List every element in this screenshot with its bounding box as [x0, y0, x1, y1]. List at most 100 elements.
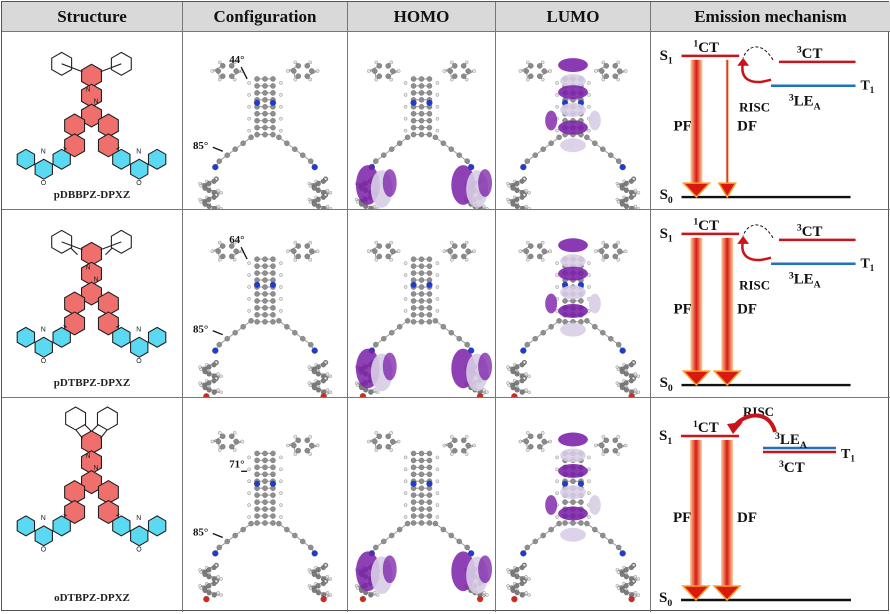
atom: [604, 438, 609, 443]
atom: [233, 258, 236, 261]
atom: [411, 132, 416, 137]
atom: [225, 153, 230, 158]
atom: [262, 298, 267, 303]
atom: [515, 372, 520, 377]
atom: [587, 105, 590, 108]
atom: [449, 533, 454, 538]
atom: [254, 506, 259, 511]
atom: [520, 164, 526, 170]
atom: [262, 90, 267, 95]
atom: [419, 298, 424, 303]
atom: [525, 545, 530, 550]
atom: [389, 147, 394, 152]
nitrogen-atom-label: N: [93, 465, 98, 472]
atom: [624, 444, 627, 447]
atom: [397, 324, 402, 329]
configuration-model: 44°85°: [183, 32, 347, 209]
atom: [404, 105, 407, 108]
atom: [248, 81, 251, 84]
atom: [262, 118, 267, 123]
atom: [390, 431, 393, 434]
atom: [200, 571, 203, 574]
t1-label: T1: [860, 79, 874, 95]
atom: [427, 111, 432, 116]
lumo-cell: [496, 32, 651, 210]
atom: [617, 587, 620, 590]
atom: [617, 571, 620, 574]
atom: [519, 440, 522, 443]
atom: [624, 188, 629, 193]
atom: [270, 257, 275, 262]
atom: [390, 68, 395, 73]
header-homo: HOMO: [348, 2, 496, 32]
atom: [373, 159, 378, 164]
atom: [294, 435, 297, 438]
atom: [234, 249, 239, 254]
atom: [419, 104, 424, 109]
atom: [279, 480, 282, 483]
atom: [616, 342, 621, 347]
atom: [296, 74, 301, 79]
atom: [375, 431, 378, 434]
atom: [316, 250, 319, 253]
atom: [321, 393, 327, 397]
atom: [587, 480, 590, 483]
atom: [411, 506, 416, 511]
homo-lobe-group: [356, 551, 492, 594]
atom: [617, 61, 620, 64]
atom: [520, 348, 526, 354]
atom: [465, 258, 468, 261]
atom: [286, 444, 289, 447]
atom: [528, 434, 533, 439]
atom: [419, 111, 424, 116]
atom: [404, 93, 407, 96]
atom: [404, 81, 407, 84]
atom: [419, 500, 424, 505]
dihedral-angle-bottom: 85°: [193, 324, 208, 336]
atom: [419, 520, 424, 525]
atom: [279, 117, 282, 120]
atom: [629, 362, 634, 367]
atom: [411, 513, 416, 518]
atom: [286, 250, 289, 253]
atom: [309, 68, 314, 73]
atom: [419, 284, 424, 289]
lumo-lobe: [560, 485, 586, 499]
atom: [526, 61, 529, 64]
atom: [241, 440, 244, 443]
atom: [389, 330, 394, 335]
atom: [220, 191, 223, 194]
atom: [419, 264, 424, 269]
atom: [212, 593, 217, 598]
atom: [276, 135, 281, 140]
atom: [248, 285, 251, 288]
atom: [613, 448, 618, 453]
oxygen-atom-label: O: [136, 358, 142, 365]
angle-pointer: [241, 67, 247, 79]
atom: [292, 533, 297, 538]
atom: [587, 285, 590, 288]
lumo-lobe: [560, 528, 586, 542]
nitrogen-atom-label: N: [41, 326, 46, 333]
atom: [427, 83, 432, 88]
configuration-model: 71°85°: [183, 398, 347, 612]
atom: [270, 319, 275, 324]
atom: [526, 258, 529, 261]
atom: [525, 575, 528, 578]
homo-lobe: [383, 555, 397, 583]
atom: [207, 204, 212, 209]
bond: [100, 429, 107, 438]
atom: [602, 78, 605, 81]
atom: [537, 444, 542, 449]
atom: [528, 594, 531, 597]
atom: [254, 257, 259, 262]
atom: [427, 291, 432, 296]
atom: [254, 83, 259, 88]
atom: [419, 451, 424, 456]
atom: [411, 111, 416, 116]
atom: [533, 539, 538, 544]
atom: [526, 448, 529, 451]
atom: [411, 125, 416, 130]
dihedral-angle-top: 44°: [229, 54, 244, 66]
